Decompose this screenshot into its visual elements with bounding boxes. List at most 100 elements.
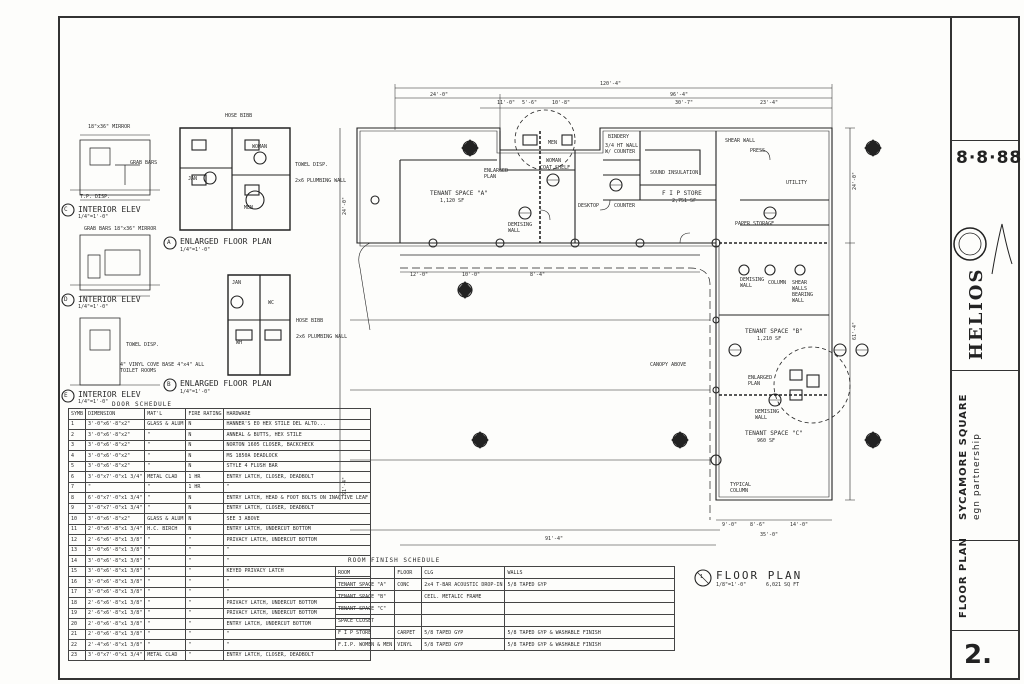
d-elev-title: INTERIOR ELEV — [78, 295, 141, 304]
dim-overall: 120'-4" — [600, 81, 622, 87]
e-vinyl-note: 4" VINYL COVE BASE 4"x4" ALL TOILET ROOM… — [120, 362, 205, 374]
table-cell: " — [185, 618, 225, 630]
table-cell: " — [185, 628, 225, 640]
table-cell: 8 — [67, 492, 87, 504]
utility-label: UTILITY — [786, 180, 808, 186]
table-cell: " — [144, 618, 187, 630]
dim-d2: 5'-6" — [522, 100, 538, 106]
header-cell: SYMB — [67, 408, 87, 420]
table-cell: ENTRY LATCH, CLOSER, DEADBOLT — [223, 502, 371, 514]
table-cell: 3'-0"x6'-8"x1 3/8" — [85, 544, 146, 556]
table-cell: 2 — [67, 429, 87, 441]
table-cell: CEIL. METALIC FRAME — [421, 590, 506, 603]
table-cell: HANNER'S EO HEX STILE DEL ALTO... — [223, 418, 371, 430]
demising-wall-note-2: DEMISING WALL — [755, 409, 780, 421]
a-plumb-note: 2x6 PLUMBING WALL — [295, 178, 347, 184]
room-finish-title: ROOM FINISH SCHEDULE — [348, 557, 441, 564]
table-cell: 1 HR — [185, 481, 225, 493]
room-finish-header: ROOM FLOOR CLG WALLS — [334, 566, 675, 579]
table-cell: 2'-0"x6'-8"x1 3/8" — [85, 618, 146, 630]
floor-plan-title: FLOOR PLAN — [716, 569, 803, 582]
table-cell: " — [185, 586, 225, 598]
architect-seal — [953, 223, 1013, 275]
table-cell: 11 — [67, 523, 87, 535]
d-tag-letter: D — [64, 296, 68, 303]
a-towel-note: TOWEL DISP. — [295, 162, 329, 168]
table-cell — [394, 590, 423, 603]
dim-bottom3: 14'-0" — [790, 522, 809, 528]
table-cell: 1 HR — [185, 471, 225, 483]
table-cell: " — [85, 481, 146, 493]
table-cell: 14 — [67, 555, 87, 567]
table-cell: 18 — [67, 597, 87, 609]
table-cell: " — [144, 481, 187, 493]
table-cell: PRIVACY LATCH, UNDERCUT BOTTOM — [223, 534, 371, 546]
table-cell: ENTRY LATCH, HEAD & FOOT BOLTS ON INACTI… — [223, 492, 371, 504]
table-cell — [504, 602, 675, 615]
table-cell: CARPET — [394, 626, 423, 639]
dim-bottom2: 8'-6" — [750, 522, 766, 528]
dim-bottom-long: 91'-4" — [545, 536, 564, 542]
shear-wall-label: SHEAR WALL — [725, 138, 756, 144]
project-name: HELIOS — [966, 267, 987, 360]
a-plan-scale: 1/4"=1'-0" — [180, 247, 211, 253]
a-tag-letter: A — [167, 239, 171, 246]
desktop-label: DESKTOP — [578, 203, 600, 209]
room-finish-table: ROOM FLOOR CLG WALLS TENANT SPACE "A"CON… — [334, 566, 675, 651]
table-cell: ENTRY LATCH, CLOSER, DEADBOLT — [223, 649, 371, 661]
dim-bottom-main: 35'-0" — [760, 532, 779, 538]
table-cell: H.C. BIRCH — [144, 523, 187, 535]
table-cell: 5/8 TAPED GYP — [421, 638, 506, 651]
table-cell — [394, 614, 423, 627]
table-cell: 2'-6"x6'-8"x1 3/8" — [85, 534, 146, 546]
room-finish-row: SPACE CLOSET — [334, 614, 675, 627]
d-elev-scale: 1/4"=1'-0" — [78, 304, 109, 310]
table-cell: SPACE CLOSET — [334, 614, 396, 627]
b-plumb-note: 2x6 PLUMBING WALL — [296, 334, 348, 340]
counter-label: COUNTER — [614, 203, 636, 209]
header-cell: DIMENSION — [85, 408, 146, 420]
shear-walls-label: SHEAR WALLS BEARING WALL — [792, 280, 814, 304]
b-hose-note: HOSE BIBB — [296, 318, 324, 324]
table-cell: " — [144, 502, 187, 514]
title-block: 8·8·88 HELIOS SYCAMORE SQUARE egn partne… — [950, 16, 1021, 680]
a-hose-note: HOSE BIBB — [225, 113, 253, 119]
b-jan-label: JAN — [232, 280, 242, 286]
table-cell: " — [185, 544, 225, 556]
b-wc-label: WC — [268, 300, 275, 306]
table-cell: N — [185, 492, 225, 504]
dim-ret3: 8'-4" — [530, 272, 546, 278]
header-cell: ROOM — [334, 566, 396, 579]
table-cell: 4 — [67, 450, 87, 462]
table-cell: 2'-0"x6'-8"x1 3/4" — [85, 523, 146, 535]
typical-column-label: TYPICAL COLUMN — [730, 482, 752, 494]
table-cell: " — [144, 597, 187, 609]
dim-left: 24'-0" — [430, 92, 449, 98]
table-cell: N — [185, 460, 225, 472]
e-towel-note: TOWEL DISP. — [126, 342, 160, 348]
table-cell: 20 — [67, 618, 87, 630]
table-cell: " — [144, 534, 187, 546]
room-finish-row: TENANT SPACE "B"CEIL. METALIC FRAME — [334, 590, 675, 603]
table-cell: 5/8 TAPED GYP — [421, 626, 506, 639]
table-cell: 6 — [67, 471, 87, 483]
table-cell: N — [185, 429, 225, 441]
table-cell: 22 — [67, 639, 87, 651]
table-cell: SEE 3 ABOVE — [223, 513, 371, 525]
table-cell: 2'-6"x6'-8"x1 3/8" — [85, 607, 146, 619]
table-cell — [504, 590, 675, 603]
tenant-c-label: TENANT SPACE "C" — [745, 430, 803, 437]
a-plan-title: ENLARGED FLOOR PLAN — [180, 237, 272, 246]
table-cell: " — [144, 439, 187, 451]
sheet-title-cell: FLOOR PLAN — [952, 537, 1020, 631]
table-cell: " — [144, 450, 187, 462]
table-cell: " — [144, 628, 187, 640]
table-cell: TENANT SPACE "A" — [334, 578, 396, 591]
